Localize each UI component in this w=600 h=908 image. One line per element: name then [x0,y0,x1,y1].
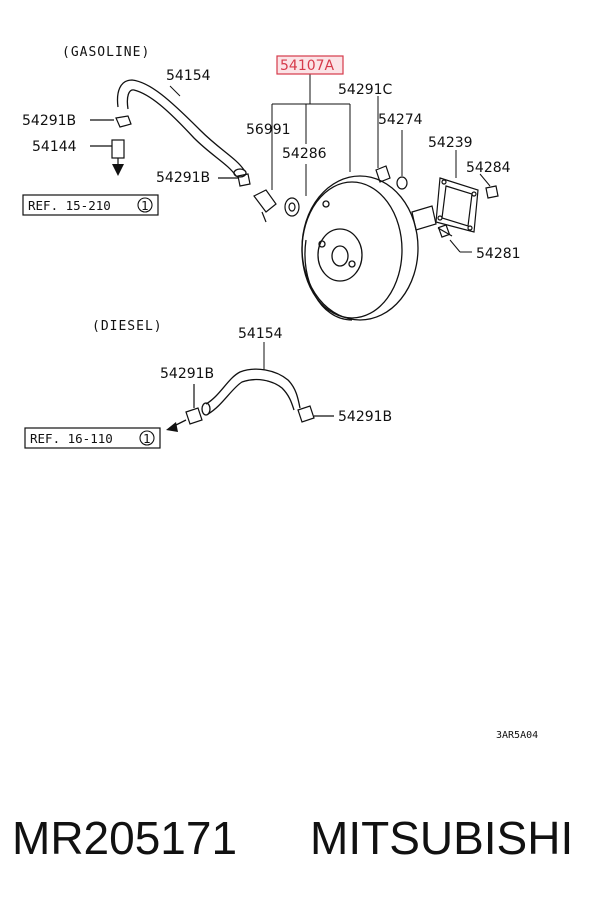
part-label-54154-diesel[interactable]: 54154 [238,326,283,342]
ref-label-15-210: REF. 15-210 [28,198,111,213]
ref-circled-number-2: 1 [143,431,151,446]
ref-box-15-210[interactable]: REF. 15-210 1 [22,194,159,216]
footer: MR205171 MITSUBISHI [12,808,592,868]
highlight-box [276,55,344,75]
brand-name: MITSUBISHI [310,812,574,864]
part-label-54144[interactable]: 54144 [32,139,77,155]
washer-54274 [396,176,408,190]
part-label-54291b-3[interactable]: 54291B [160,366,214,382]
bolt-54281 [411,205,453,238]
hose-clamp-54291b-2 [218,173,251,187]
leader-lines-gasoline [169,72,491,253]
part-label-54291b-1[interactable]: 54291B [22,113,76,129]
hose-clamp-54291b-4 [297,405,334,423]
section-label-diesel: (DIESEL) [92,319,163,334]
nut-54284 [485,185,499,199]
part-label-56991[interactable]: 56991 [246,122,291,138]
brake-booster-54107a [301,175,419,321]
hose-clamp-54291b-3 [185,384,203,425]
gasket-54239 [435,177,479,233]
ref-label-16-110: REF. 16-110 [30,431,113,446]
booster-check-valve-56991 [253,189,277,223]
vacuum-hose-diesel [201,368,301,416]
part-label-54286[interactable]: 54286 [282,146,327,162]
ref-circled-number: 1 [141,198,149,213]
bracket-54291c [375,165,391,183]
diagram-code: 3AR5A04 [496,730,538,741]
left-arrow-icon [166,422,178,432]
part-label-54154-gasoline[interactable]: 54154 [166,68,211,84]
hose-clamp-54291b-1 [90,115,132,128]
part-label-54291b-4[interactable]: 54291B [338,409,392,425]
down-arrow-icon [112,164,124,176]
part-label-54239[interactable]: 54239 [428,135,473,151]
part-number: MR205171 [12,812,238,864]
part-label-54274[interactable]: 54274 [378,112,423,128]
section-label-gasoline: (GASOLINE) [62,45,150,60]
part-label-54291b-2[interactable]: 54291B [156,170,210,186]
ref-box-16-110[interactable]: REF. 16-110 1 [24,427,161,449]
part-label-54291c[interactable]: 54291C [338,82,393,98]
part-label-54284[interactable]: 54284 [466,160,511,176]
vacuum-hose-gasoline [116,79,247,178]
part-label-54107a-highlighted[interactable]: 54107A [280,58,335,74]
part-label-54281[interactable]: 54281 [476,246,521,262]
grommet-54286 [284,197,300,217]
